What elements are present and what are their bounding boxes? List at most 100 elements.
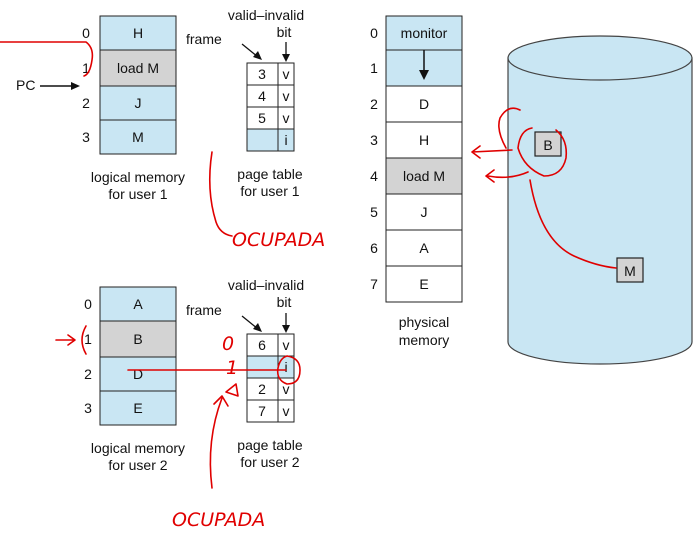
ink-circle-around-b (517, 127, 568, 177)
phys-index-5: 5 (370, 204, 378, 220)
phys-cell-text-3: H (419, 132, 429, 148)
pc-arrow (40, 82, 80, 90)
pt2-bit-1: i (284, 359, 287, 375)
u2-index-2: 2 (84, 366, 92, 382)
ink-bracket-user1-index1 (0, 41, 94, 77)
pt1-bit-3: i (284, 132, 287, 148)
u2-cell-1 (99, 320, 177, 358)
u2-index-3: 3 (84, 400, 92, 416)
backing-store-disk: B M (507, 35, 693, 365)
ink-curve-pagetable1 (208, 151, 233, 237)
logical-memory-user2: A B D E 0 1 2 3 logical memory for user … (84, 286, 185, 473)
u1-cell-text-2: J (135, 95, 142, 111)
u2-cell-2 (99, 356, 177, 392)
u1-index-0: 0 (82, 25, 90, 41)
phys-index-1: 1 (370, 60, 378, 76)
phys-index-7: 7 (370, 276, 378, 292)
phys-caption-line2: memory (399, 332, 450, 348)
pt2-frame-2: 2 (258, 381, 266, 397)
u2-cell-3 (99, 390, 177, 426)
phys-cell-5 (385, 193, 463, 231)
pt1-bit-arrow (282, 42, 290, 62)
pt2-caption-line2: for user 2 (240, 454, 299, 470)
pt2-bit-3: v (283, 403, 290, 419)
disk-page-b (534, 131, 562, 157)
phys-cell-text-5: J (421, 204, 428, 220)
pt1-frame-1: 4 (258, 88, 266, 104)
logical-memory-user1: H load M J M 0 1 2 3 PC logical memory f… (16, 15, 185, 202)
u2-cell-0 (99, 286, 177, 322)
u2-index-1: 1 (84, 331, 92, 347)
pt2-vib-line2: bit (277, 294, 292, 310)
page-table-user1: valid–invalid bit frame 3 4 5 v v v i pa… (186, 7, 304, 199)
ink-arc-near-b (498, 107, 521, 149)
pt2-bit-arrow (282, 313, 290, 333)
phys-cell-text-6: A (419, 240, 429, 256)
pt2-bit-2: v (283, 381, 290, 397)
disk-page-b-label: B (543, 137, 552, 153)
ink-bracket-user2-index1 (81, 325, 87, 355)
u1-caption-line1: logical memory (91, 169, 185, 185)
phys-cell-text-7: E (419, 276, 428, 292)
pt2-frame-arrow (241, 315, 262, 332)
ink-mark-one: 1 (226, 357, 238, 379)
phys-index-4: 4 (370, 168, 378, 184)
phys-cell-text-4: load M (403, 168, 445, 184)
u1-index-3: 3 (82, 129, 90, 145)
u2-cell-text-0: A (133, 296, 143, 312)
u1-cell-1 (99, 49, 177, 87)
phys-cell-6 (385, 229, 463, 267)
ink-note-ocupada-1: OCUPADA (232, 229, 325, 251)
pt1-vib-line2: bit (277, 24, 292, 40)
phys-index-2: 2 (370, 96, 378, 112)
ink-circle-invalid-bit (276, 355, 301, 385)
u1-index-1: 1 (82, 60, 90, 76)
pt1-caption-line2: for user 1 (240, 183, 299, 199)
pt1-bit-0: v (283, 66, 290, 82)
pt2-bit-cell-3 (277, 399, 295, 423)
u2-caption-line1: logical memory (91, 440, 185, 456)
page-table-user2: valid–invalid bit frame 6 2 7 v i v v pa… (186, 277, 304, 470)
ink-arrow-user2-index1 (55, 334, 76, 346)
monitor-arrow (419, 50, 429, 80)
pt2-vib-line1: valid–invalid (228, 277, 304, 293)
u2-cell-text-3: E (133, 400, 142, 416)
disk-page-m (616, 257, 644, 283)
ink-curve-m-to-b (529, 179, 617, 269)
phys-cell-0 (385, 15, 463, 51)
u1-caption-line2: for user 1 (108, 186, 167, 202)
pt1-frame-label: frame (186, 31, 222, 47)
phys-cell-text-0: monitor (401, 25, 448, 41)
pt1-bit-1: v (283, 88, 290, 104)
handwritten-annotations: OCUPADA 0 1 OCUPADA (0, 41, 617, 531)
u1-cell-2 (99, 85, 177, 121)
pt2-frame-3: 7 (258, 403, 266, 419)
phys-index-3: 3 (370, 132, 378, 148)
pt2-caption-line1: page table (237, 437, 303, 453)
pt1-frame-2: 5 (258, 110, 266, 126)
disk-top (507, 35, 693, 81)
pt1-frame-0: 3 (258, 66, 266, 82)
pt1-bit-2: v (283, 110, 290, 126)
phys-cell-7 (385, 265, 463, 303)
phys-index-6: 6 (370, 240, 378, 256)
u2-cell-text-1: B (133, 331, 142, 347)
u2-cell-text-2: D (133, 366, 143, 382)
ink-arrow-to-loadm (485, 169, 529, 183)
pt1-caption-line1: page table (237, 166, 303, 182)
phys-cell-text-2: D (419, 96, 429, 112)
pt2-frame-cell-1 (246, 355, 279, 379)
ink-arrow-b-to-h (471, 145, 513, 159)
pt1-bit-cell-3 (277, 128, 295, 152)
u2-caption-line2: for user 2 (108, 457, 167, 473)
pt2-bit-0: v (283, 337, 290, 353)
physical-memory: monitor D H load M J A E 0 1 2 3 4 5 6 7… (370, 15, 463, 348)
ink-mark-zero: 0 (222, 333, 234, 355)
ink-arrowhead-note2 (213, 395, 229, 407)
disk-body (507, 57, 693, 365)
u1-index-2: 2 (82, 95, 90, 111)
phys-cell-4 (385, 157, 463, 195)
u1-cell-text-3: M (132, 129, 144, 145)
pt1-vib-line1: valid–invalid (228, 7, 304, 23)
u1-cell-text-1: load M (117, 60, 159, 76)
